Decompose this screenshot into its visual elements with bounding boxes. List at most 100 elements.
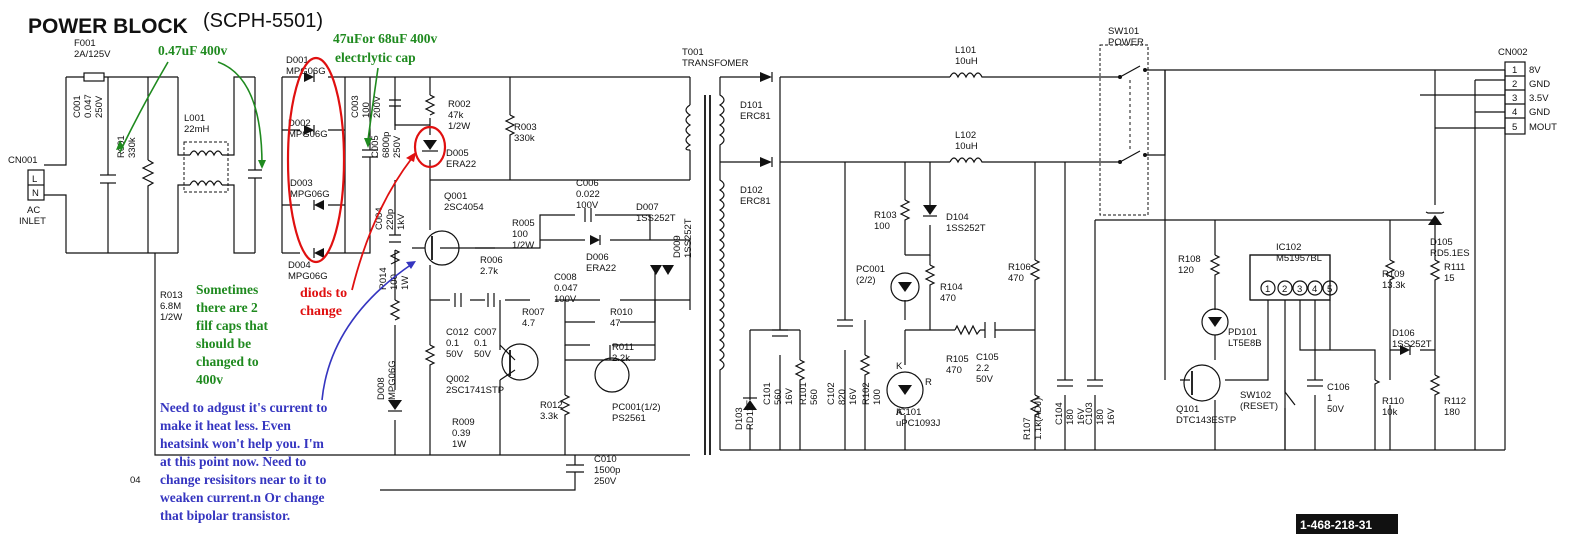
note-diodes-arrowhead — [406, 152, 416, 162]
note-current-arrowhead — [406, 261, 416, 269]
ic102-pin-1: 1 — [1265, 284, 1270, 295]
cn002-pin-5: 5 — [1512, 122, 1517, 133]
component-r106-text-0: R106 — [1008, 262, 1031, 273]
component-r005-text-2: 1/2W — [512, 240, 534, 251]
cn002-pin-1: 1 — [1512, 65, 1517, 76]
component-ic101-text-1: uPC1093J — [896, 418, 941, 429]
component-d103-text-1: RD12F — [745, 400, 756, 430]
component-r012-text-0: R012 — [540, 400, 563, 411]
wiring — [44, 69, 1506, 491]
note-filter-line-4: should be — [196, 336, 251, 351]
component-r102-text-0: R102 — [861, 382, 872, 405]
component-c106-text-1: 1 — [1327, 393, 1332, 404]
component-d005-text-1: ERA22 — [446, 159, 476, 170]
component-c006-text-2: 100V — [576, 200, 599, 211]
component-r005-text-1: 100 — [512, 229, 528, 240]
ic101-pin-k: K — [896, 361, 903, 372]
note-current-line-5: change resisitors near to it to — [160, 472, 327, 487]
component-r007-text-1: 4.7 — [522, 318, 535, 329]
component-q001-text-0: Q001 — [444, 191, 467, 202]
component-r105-text-1: 470 — [946, 365, 962, 376]
component-r010-text-0: R010 — [610, 307, 633, 318]
component-r106-text-1: 470 — [1008, 273, 1024, 284]
cn002-signal-3v5: 3.5V — [1529, 93, 1549, 104]
component-r101-text-1: 560 — [809, 389, 820, 405]
component-c001-text-1: 0.047 — [83, 94, 94, 118]
note-cap47-line2: electrlytic cap — [335, 50, 416, 65]
ic102-pin-3: 3 — [1297, 284, 1302, 295]
cn001-name-1: AC — [27, 205, 40, 216]
component-symbols — [27, 44, 1526, 534]
component-c105-text-0: C105 — [976, 352, 999, 363]
component-r013-text-1: 6.8M — [160, 301, 181, 312]
component-c103-text-1: 180 — [1095, 409, 1106, 425]
component-r003-text-1: 330k — [514, 133, 535, 144]
component-r107-text-1: 1.1k(ADJ) — [1033, 398, 1044, 440]
component-r109-text-0: R109 — [1382, 269, 1405, 280]
component-c005-text-0: C005 — [370, 135, 381, 158]
note-current-line-4: at this point now. Need to — [160, 454, 307, 469]
component-r006-text-1: 2.7k — [480, 266, 498, 277]
component-q002-text-0: Q002 — [446, 374, 469, 385]
component-r112-text-1: 180 — [1444, 407, 1460, 418]
cn002-pin-4: 4 — [1512, 107, 1517, 118]
cn001-name-2: INLET — [19, 216, 46, 227]
note-filter: Sometimes there are 2 filf caps that sho… — [196, 282, 269, 387]
component-q101-text-1: DTC143ESTP — [1176, 415, 1236, 426]
component-r108-text-1: 120 — [1178, 265, 1194, 276]
component-d007-text-1: 1SS252T — [636, 213, 676, 224]
component-c101-text-1: 560 — [773, 389, 784, 405]
component-c104-text-0: C104 — [1054, 402, 1065, 425]
component-r012-text-1: 3.3k — [540, 411, 558, 422]
component-r011-text-0: R011 — [612, 342, 634, 353]
component-d102-text-0: D102 — [740, 185, 763, 196]
sheet-number: 04 — [130, 475, 141, 486]
component-d002-text-0: D002 — [288, 118, 311, 129]
component-r003-text-0: R003 — [514, 122, 537, 133]
component-c003-text-1: 100 — [361, 102, 372, 118]
component-c102-text-0: C102 — [826, 382, 837, 405]
ic101-pin-a: A — [896, 407, 903, 418]
component-d003-text-1: MPG06G — [290, 189, 330, 200]
component-r009-text-0: R009 — [452, 417, 475, 428]
component-c006-text-0: C006 — [576, 178, 599, 189]
component-pc001b-text-1: PS2561 — [612, 413, 646, 424]
component-c105-text-2: 50V — [976, 374, 994, 385]
cn002-signal-8v: 8V — [1529, 65, 1541, 76]
component-d006-text-1: ERA22 — [586, 263, 616, 274]
cn002-pin-3: 3 — [1512, 93, 1517, 104]
cn002-signal-gnd-1: GND — [1529, 79, 1550, 90]
note-filter-line-3: filf caps that — [196, 318, 269, 333]
component-c103-text-2: 16V — [1106, 407, 1117, 425]
component-c008-text-2: 100V — [554, 294, 577, 305]
component-c004-text-0: C004 — [374, 207, 385, 230]
cn001-pin-n: N — [32, 188, 39, 199]
ic101-pin-r: R — [925, 377, 932, 388]
component-sw101-text-0: SW101 — [1108, 26, 1139, 37]
doc-number: 1-468-218-31 — [1300, 518, 1372, 532]
